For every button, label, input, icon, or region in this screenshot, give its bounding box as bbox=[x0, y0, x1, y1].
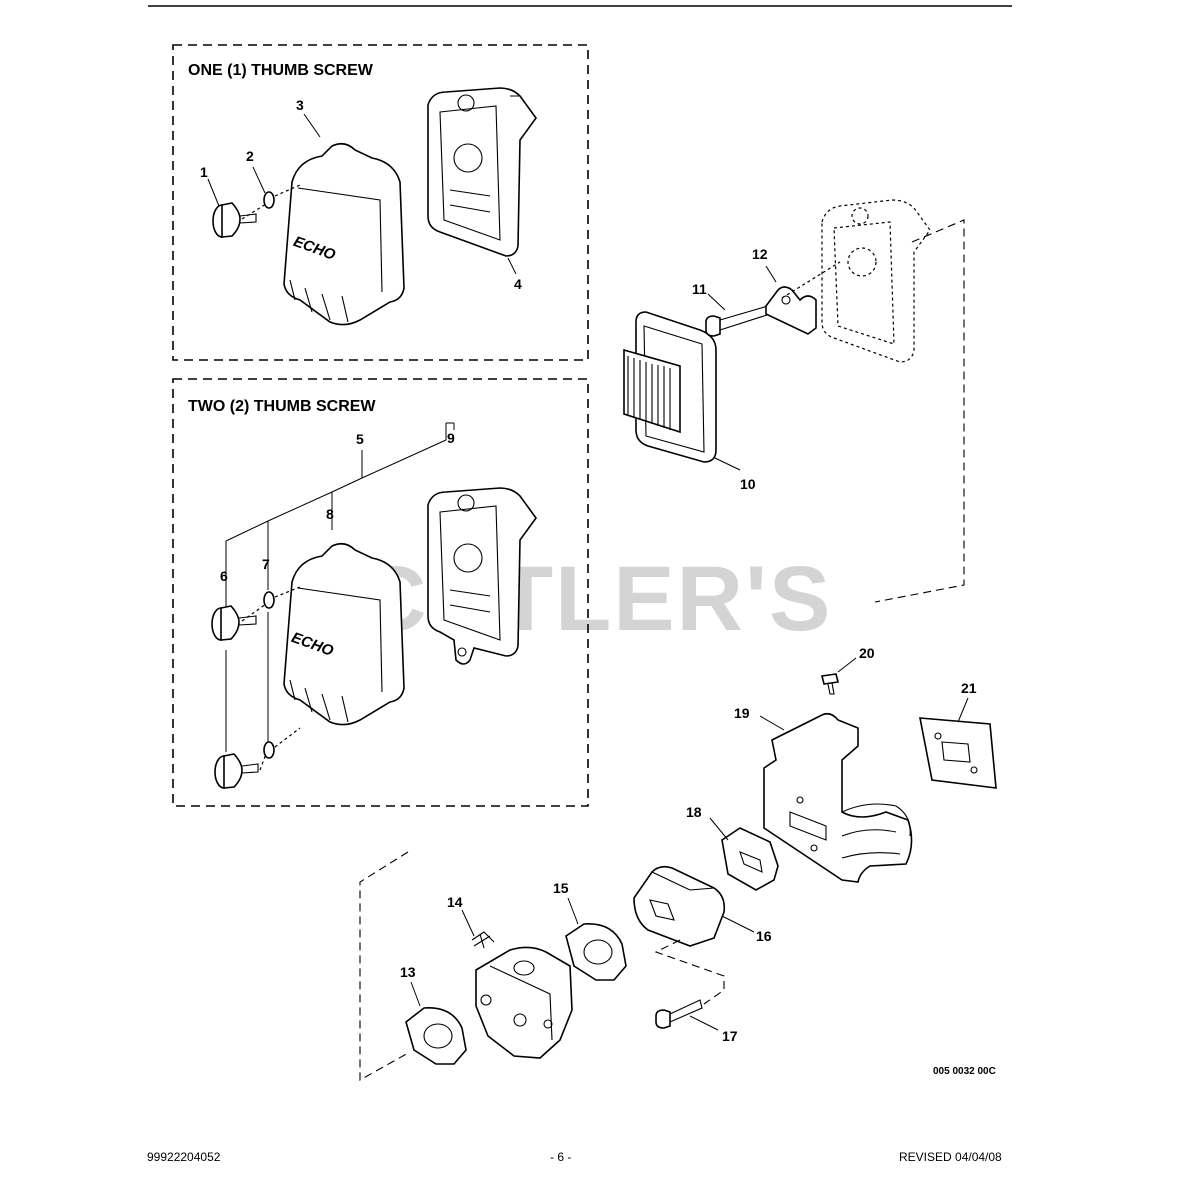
part-20-screw bbox=[821, 673, 839, 695]
part-11-bolt bbox=[705, 305, 771, 337]
callout-9: 9 bbox=[447, 430, 455, 446]
callout-12: 12 bbox=[752, 246, 768, 262]
callout-1: 1 bbox=[200, 164, 208, 180]
callout-20: 20 bbox=[859, 645, 875, 661]
part-19-heat-shield bbox=[763, 712, 913, 883]
footer-revised: REVISED 04/04/08 bbox=[899, 1150, 1002, 1164]
footer-part-number: 99922204052 bbox=[147, 1150, 221, 1164]
part-8-air-cleaner-cover: ECHO bbox=[283, 542, 405, 726]
callout-11: 11 bbox=[692, 281, 707, 297]
callout-4: 4 bbox=[514, 276, 522, 292]
callout-18: 18 bbox=[686, 804, 702, 820]
callout-5: 5 bbox=[356, 431, 364, 447]
part-1-thumb-screw bbox=[212, 202, 257, 238]
part-7-washer-upper bbox=[263, 591, 275, 609]
footer-page: - 6 - bbox=[550, 1150, 571, 1164]
part-17-bolt bbox=[655, 999, 703, 1029]
assembly-line-17 bbox=[654, 939, 725, 1005]
part-9-air-cleaner-case bbox=[427, 487, 537, 665]
callout-14: 14 bbox=[447, 894, 463, 910]
assembly-line-right bbox=[874, 219, 965, 603]
part-7-washer-lower bbox=[263, 741, 275, 759]
part-18-gasket bbox=[721, 827, 779, 891]
part-13-gasket bbox=[405, 1007, 467, 1065]
callout-10: 10 bbox=[740, 476, 756, 492]
part-6-thumb-screw-upper bbox=[211, 605, 257, 641]
two-thumb-screw-box bbox=[172, 378, 589, 807]
air-cleaner-case-phantom bbox=[821, 199, 931, 363]
part-14-carburetor bbox=[471, 931, 573, 1059]
callout-2: 2 bbox=[246, 148, 254, 164]
one-thumb-screw-box bbox=[172, 44, 589, 361]
part-15-gasket bbox=[565, 923, 627, 981]
two-thumb-screw-heading: TWO (2) THUMB SCREW bbox=[188, 398, 376, 415]
callout-7: 7 bbox=[262, 556, 270, 572]
assembly-line-lower bbox=[359, 851, 411, 1081]
part-3-air-cleaner-cover: ECHO bbox=[283, 142, 405, 326]
assembly-bracket-lines bbox=[225, 422, 455, 752]
callout-6: 6 bbox=[220, 568, 228, 584]
part-4-air-cleaner-case bbox=[427, 87, 537, 257]
callout-21: 21 bbox=[961, 680, 977, 696]
part-12-bracket bbox=[765, 286, 817, 335]
callout-17: 17 bbox=[722, 1028, 738, 1044]
part-10-air-filter bbox=[623, 311, 717, 463]
part-2-washer bbox=[263, 191, 275, 209]
figure-code: 005 0032 00C bbox=[933, 1066, 996, 1077]
one-thumb-screw-heading: ONE (1) THUMB SCREW bbox=[188, 62, 374, 79]
part-6-thumb-screw-lower bbox=[214, 753, 259, 789]
callout-19: 19 bbox=[734, 705, 750, 721]
callout-13: 13 bbox=[400, 964, 416, 980]
callout-3: 3 bbox=[296, 97, 304, 113]
part-16-insulator bbox=[633, 865, 726, 947]
callout-8: 8 bbox=[326, 506, 334, 522]
callout-15: 15 bbox=[553, 880, 569, 896]
callout-16: 16 bbox=[756, 928, 772, 944]
part-21-gasket bbox=[919, 717, 997, 789]
